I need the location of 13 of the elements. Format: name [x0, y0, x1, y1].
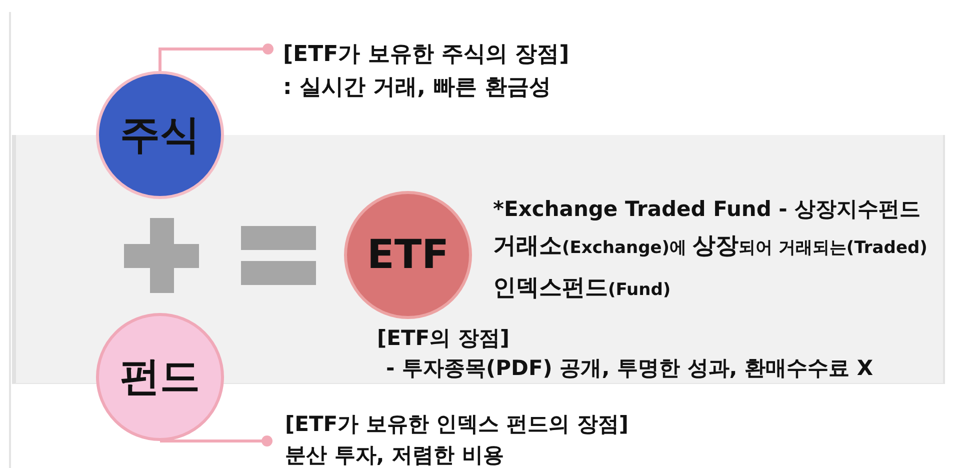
term-label: ETF — [367, 233, 449, 277]
leader-line — [160, 436, 272, 446]
callout-text: : 실시간 거래, 빠른 환금성 — [283, 74, 552, 102]
callout-heading: [ETF가 보유한 주식의 장점] — [283, 41, 570, 69]
callout-text: 분산 투자, 저렴한 비용 — [285, 442, 505, 468]
term-label: 펀드 — [120, 355, 200, 399]
term-label: 주식 — [120, 113, 200, 157]
definition-text: *Exchange Traded Fund - 상장지수펀드 — [493, 196, 921, 223]
leader-line — [158, 44, 274, 71]
advantages-text: - 투자종목(PDF) 공개, 투명한 성과, 환매수수료 X — [386, 355, 874, 382]
advantages-heading: [ETF의 장점] — [377, 325, 510, 352]
definition-text: 거래소(Exchange)에 상장되어 거래되는(Traded) 인덱스펀드(Fund) — [493, 232, 928, 303]
callout-heading: [ETF가 보유한 인덱스 펀드의 장점] — [285, 411, 628, 438]
